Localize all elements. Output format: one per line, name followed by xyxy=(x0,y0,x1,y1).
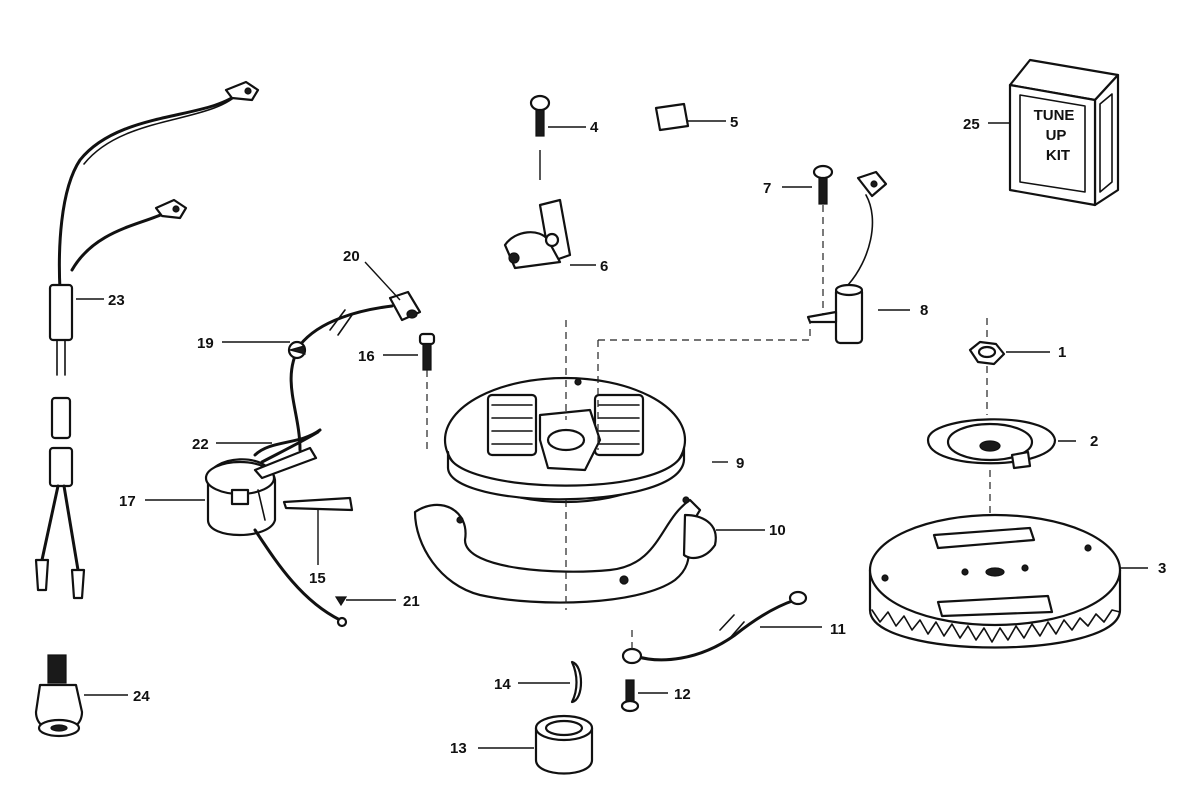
callout-14: 14 xyxy=(494,676,511,693)
part-4-screw xyxy=(529,94,586,180)
ring-terminal-middle xyxy=(154,198,188,220)
part-14-woodruff-key xyxy=(518,660,583,704)
callout-11: 11 xyxy=(830,621,846,638)
callout-19: 19 xyxy=(197,335,214,352)
callout-15: 15 xyxy=(309,570,326,587)
wire-clip-19 xyxy=(287,340,307,360)
spark-plug-boot xyxy=(388,290,422,322)
part-22-coil-lead xyxy=(216,430,320,480)
callout-3: 3 xyxy=(1158,560,1166,577)
callout-9: 9 xyxy=(736,455,744,472)
callout-16: 16 xyxy=(358,348,375,365)
callout-10: 10 xyxy=(769,522,786,539)
part-5-felt-pad xyxy=(654,102,726,132)
callout-1: 1 xyxy=(1058,344,1066,361)
part-1-nut xyxy=(968,318,1050,415)
part-2-washer xyxy=(926,418,1076,555)
part-9-breaker-plate xyxy=(443,320,811,504)
harness-pin-left xyxy=(34,558,50,592)
part-12-screw xyxy=(620,679,668,713)
kit-text-tune: TUNE xyxy=(1034,107,1075,124)
callout-4: 4 xyxy=(590,119,599,136)
callout-20: 20 xyxy=(343,248,360,265)
callout-5: 5 xyxy=(730,114,738,131)
harness-pin-right xyxy=(70,568,86,600)
callout-23: 23 xyxy=(108,292,125,309)
ring-terminal-top xyxy=(224,80,260,102)
part-16-screw xyxy=(383,332,436,450)
part-25-tune-up-kit: TUNE UP KIT xyxy=(988,58,1120,207)
part-3-flywheel xyxy=(868,513,1148,649)
part-10-retainer-plate xyxy=(413,496,765,610)
callout-22: 22 xyxy=(192,436,209,453)
callout-6: 6 xyxy=(600,258,608,275)
callout-12: 12 xyxy=(674,686,691,703)
callout-25: 25 xyxy=(963,116,980,133)
part-6-breaker-points xyxy=(503,198,596,270)
callout-7: 7 xyxy=(763,180,771,197)
part-21-screw xyxy=(334,596,396,607)
callout-21: 21 xyxy=(403,593,420,610)
callout-13: 13 xyxy=(450,740,467,757)
callout-24: 24 xyxy=(133,688,150,705)
harness-sleeve-lower xyxy=(50,396,72,440)
callout-8: 8 xyxy=(920,302,928,319)
harness-sleeve-upper xyxy=(48,283,74,342)
part-23-wiring-harness xyxy=(34,80,260,600)
part-17-ignition-coil xyxy=(145,428,322,536)
part-13-bushing xyxy=(478,714,594,775)
part-19-20-spark-lead xyxy=(222,261,422,452)
kit-text-up: UP xyxy=(1046,127,1067,144)
callout-2: 2 xyxy=(1090,433,1098,450)
part-8-condenser xyxy=(806,170,910,345)
part-11-ground-lead xyxy=(621,590,822,665)
part-24-grommet xyxy=(34,654,128,738)
part-7-screw xyxy=(782,164,834,320)
kit-text-kit: KIT xyxy=(1046,147,1070,164)
callout-labels: 1 2 3 4 5 6 7 8 9 10 11 12 13 14 15 16 1… xyxy=(108,114,1166,757)
callout-17: 17 xyxy=(119,493,136,510)
part-15-coil-wedge xyxy=(282,496,354,565)
coil-ground-wire xyxy=(253,528,342,622)
